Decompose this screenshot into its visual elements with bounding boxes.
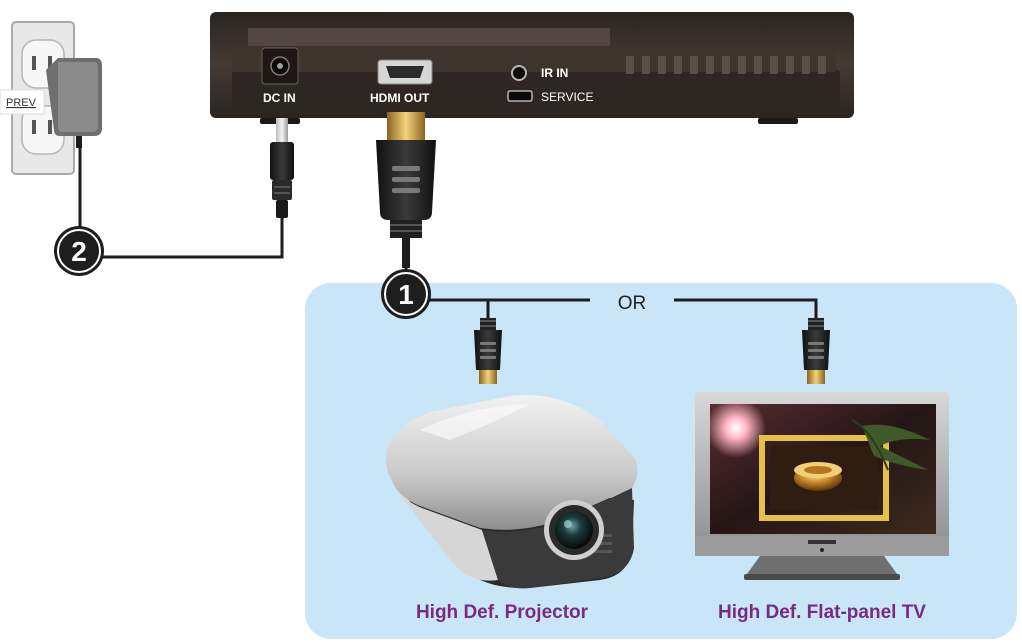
prev-link-box[interactable] [0, 89, 45, 115]
dc-power-plug-icon [270, 118, 294, 218]
hdmi-plug-projector-icon [474, 318, 502, 384]
prev-link[interactable]: PREV [6, 97, 37, 109]
step-1-number: 1 [398, 279, 414, 310]
projector-icon [385, 395, 638, 589]
hdmi-out-label: HDMI OUT [370, 91, 430, 105]
ir-in-port [511, 65, 527, 81]
power-adapter-icon [46, 58, 102, 148]
hdmi-split-cable-right [674, 298, 818, 320]
step-2-badge: 2 [54, 226, 104, 276]
dc-in-label: DC IN [263, 91, 296, 105]
vent-slots [626, 56, 826, 74]
tv-label: High Def. Flat-panel TV [718, 602, 926, 623]
hdmi-plug-tv-icon [802, 318, 830, 384]
service-label: SERVICE [541, 90, 593, 104]
service-port [507, 90, 533, 102]
step-1-badge: 1 [381, 269, 431, 319]
ir-in-label: IR IN [541, 66, 568, 80]
media-player-box [210, 12, 854, 124]
step-2-number: 2 [71, 236, 87, 267]
dc-in-port [261, 47, 299, 85]
hdmi-out-port [377, 59, 433, 85]
dc-power-cable [78, 136, 284, 259]
flat-panel-tv-icon [695, 392, 949, 580]
or-label: OR [618, 293, 647, 314]
projector-label: High Def. Projector [416, 602, 589, 623]
hdmi-plug-main-icon [376, 112, 436, 268]
